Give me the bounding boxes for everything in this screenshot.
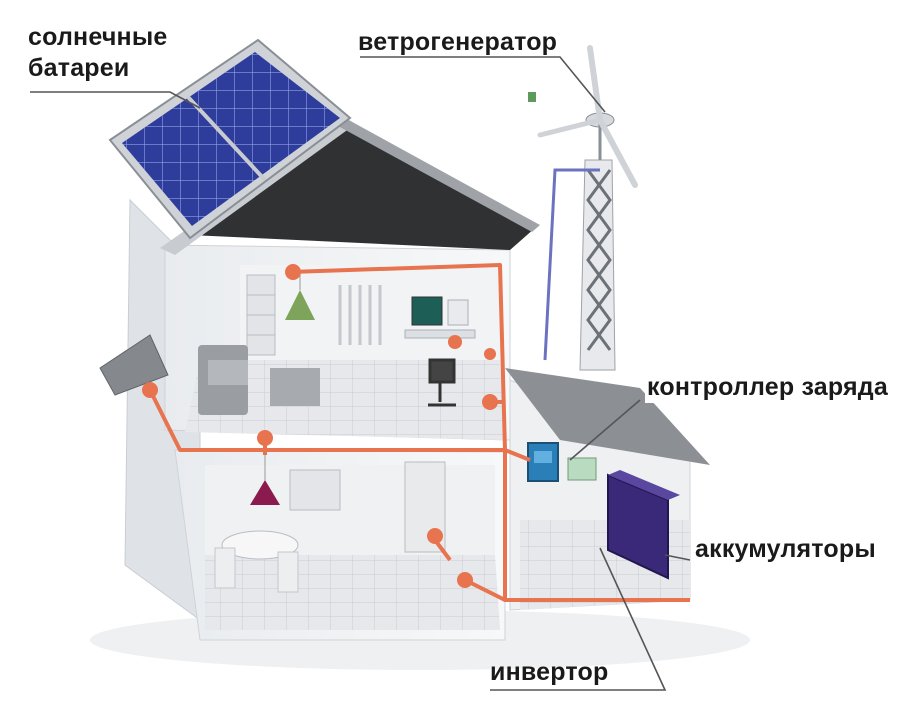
upper-room-floor [185,360,505,440]
ceiling-lamp-green [285,290,315,320]
wind-turbine [528,45,638,371]
office-chair [428,358,456,407]
label-solar-panels-line2: батареи [28,54,130,82]
label-solar-panels-line1: солнечные [28,23,168,51]
upper-radiator [338,285,382,345]
annex-roof [505,368,710,465]
coffee-table [270,368,320,406]
label-leader-lines [30,56,691,691]
label-batteries: аккумуляторы [695,535,876,563]
main-roof [190,118,535,250]
wiring-junctions [142,264,498,588]
charge-controller-box [567,457,597,481]
ceiling-lamp-purple [250,480,280,505]
kitchen-counter [289,469,341,511]
label-inverter: инвертор [490,658,609,686]
turbine-wire [543,168,600,361]
label-charge-controller: контроллер заряда [645,372,890,403]
computer-monitor [411,296,443,326]
electrical-wiring [148,263,690,602]
label-wind-generator: ветрогенератор [358,28,558,56]
side-solar-panel [99,334,169,396]
desk [404,329,476,339]
lower-room-floor [205,555,500,630]
label-solar-panels: солнечные батареи [28,22,167,84]
